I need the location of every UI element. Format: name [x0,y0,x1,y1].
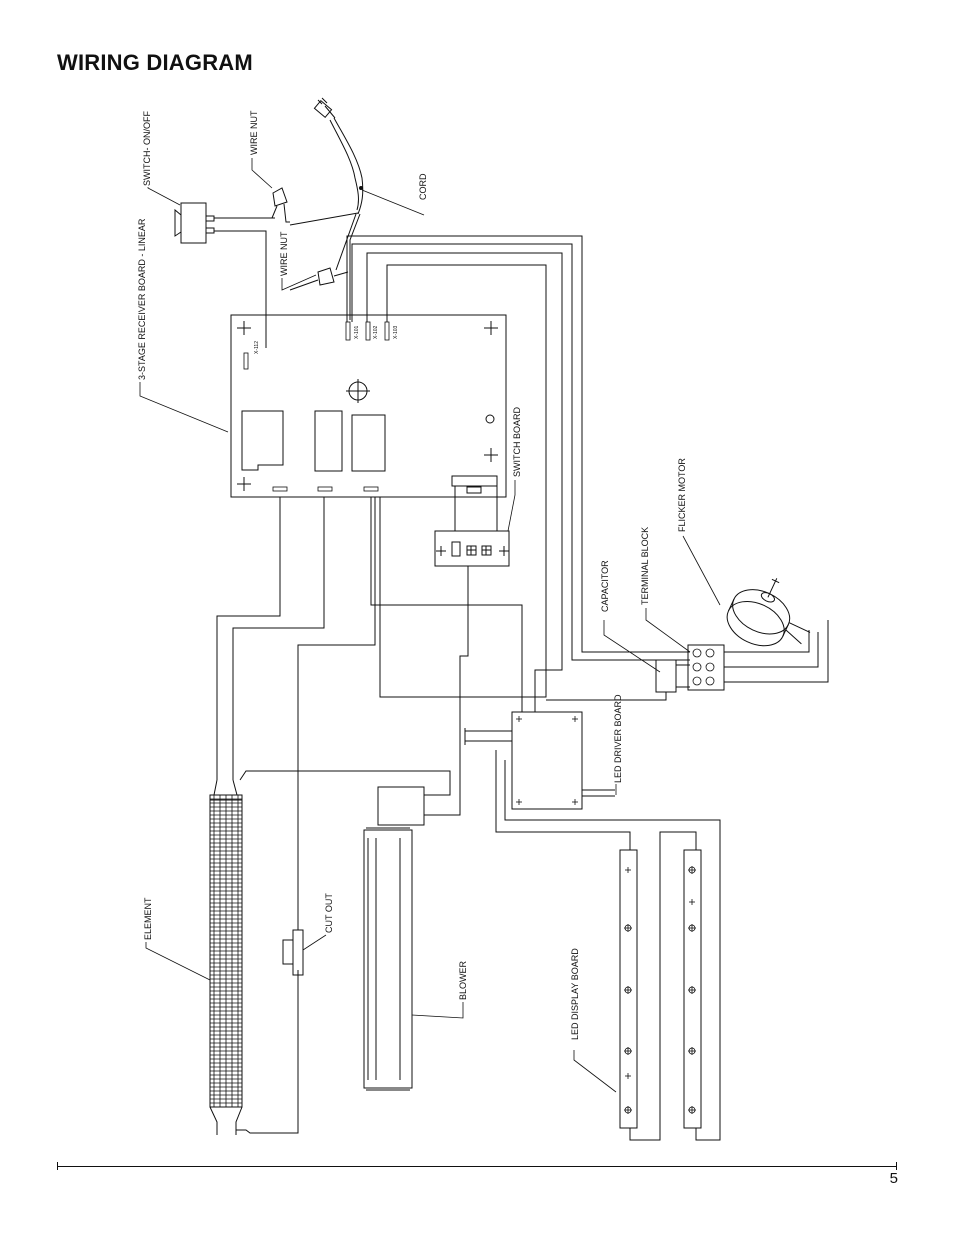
label-switch: SWITCH- ON/OFF [142,111,152,186]
led-driver-board [511,711,583,810]
blower [239,770,451,1091]
footer-rule [57,1166,897,1167]
svg-text:X-102: X-102 [373,325,379,339]
label-terminal-block: TERMINAL BLOCK [640,527,650,605]
heating-element [209,779,299,1135]
label-receiver-board: 3-STAGE RECEIVER BOARD - LINEAR [137,218,147,380]
label-blower: BLOWER [458,960,468,1000]
receiver-board [230,314,507,498]
switch-board [434,530,510,567]
footer-tick-left [57,1162,58,1170]
led-display-board-2 [683,849,702,1129]
element-fins [210,795,242,1107]
board-top-wires [346,235,690,712]
leader-lines [139,158,721,1093]
switch-board-connector [451,475,498,487]
label-led-driver-board: LED DRIVER BOARD [613,694,623,783]
label-wire-nut-top: WIRE NUT [249,110,259,155]
receiver-board-mount-holes [237,321,498,491]
led-markers [624,866,696,1114]
label-element: ELEMENT [143,897,153,940]
svg-text:X-112: X-112 [254,341,260,354]
board-terminals [243,321,390,492]
power-cord [289,97,364,320]
label-led-display-board: LED DISPLAY BOARD [570,948,580,1040]
label-switch-board: SWITCH BOARD [512,406,522,477]
wire-nut-mid [317,267,335,286]
footer-tick-right [896,1162,897,1170]
wire-nut-top [272,187,288,207]
relay-3 [351,414,386,472]
svg-text:X-103: X-103 [393,325,399,339]
on-off-switch [180,202,207,244]
label-capacitor: CAPACITOR [600,560,610,612]
page-title: WIRING DIAGRAM [57,50,253,75]
relay-2 [314,410,343,472]
page-number: 5 [889,1170,898,1187]
svg-text:X-101: X-101 [354,325,360,339]
label-cord: CORD [418,173,428,200]
capacitor [655,659,677,693]
label-wire-nut-mid: WIRE NUT [279,231,289,276]
label-cut-out: CUT OUT [324,893,334,933]
flicker-motor [726,578,811,647]
cut-out [282,920,304,985]
led-display-board-1 [619,849,638,1129]
label-flicker-motor: FLICKER MOTOR [677,458,687,532]
relay-1 [241,410,284,471]
